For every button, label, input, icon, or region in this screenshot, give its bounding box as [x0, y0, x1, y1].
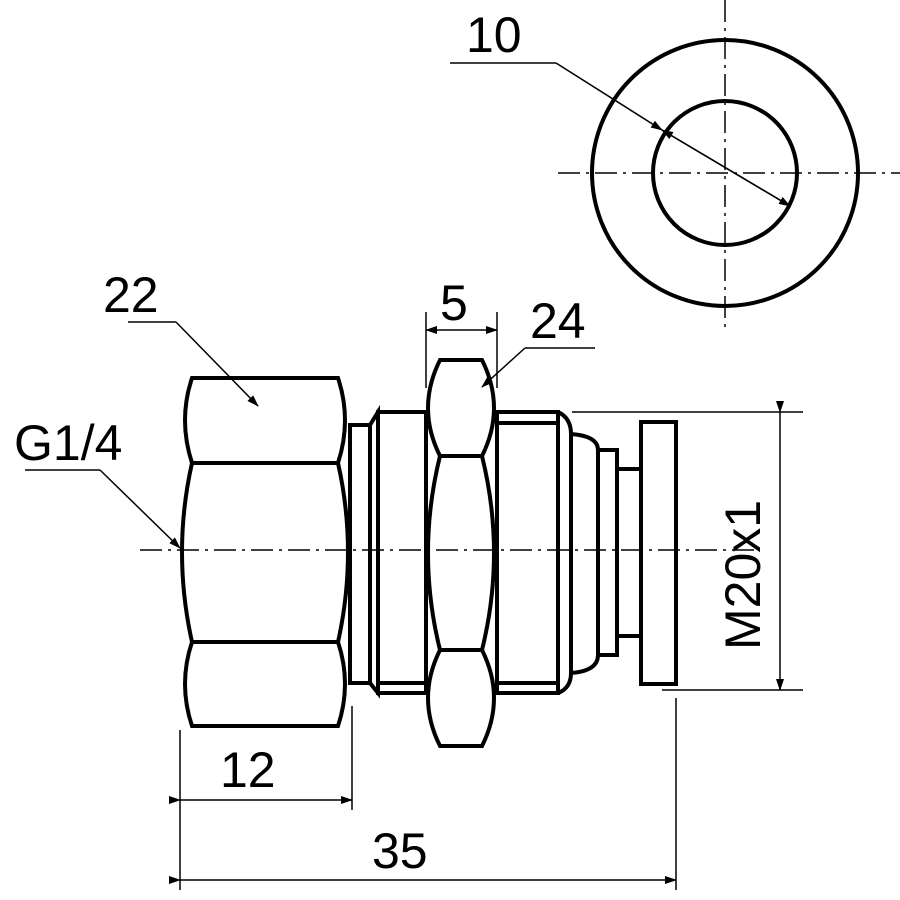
dim-hex-left: 22	[103, 267, 159, 323]
dim-thread: M20x1	[715, 499, 771, 650]
dim-total-length: 35	[372, 823, 428, 879]
collar	[348, 423, 372, 685]
threaded-body-left	[376, 410, 428, 695]
dim-inner-diameter: 10	[466, 7, 522, 63]
release-ring	[639, 420, 678, 686]
dim-inlet-thread: G1/4	[14, 415, 123, 471]
threaded-body-right	[495, 410, 560, 695]
dim-nut-hex: 24	[530, 293, 586, 349]
dim-hex-length: 12	[220, 742, 276, 798]
lock-nut	[426, 358, 496, 748]
left-hex-body	[180, 376, 350, 728]
push-in-collet	[570, 432, 600, 675]
dim-nut-width: 5	[440, 275, 468, 331]
